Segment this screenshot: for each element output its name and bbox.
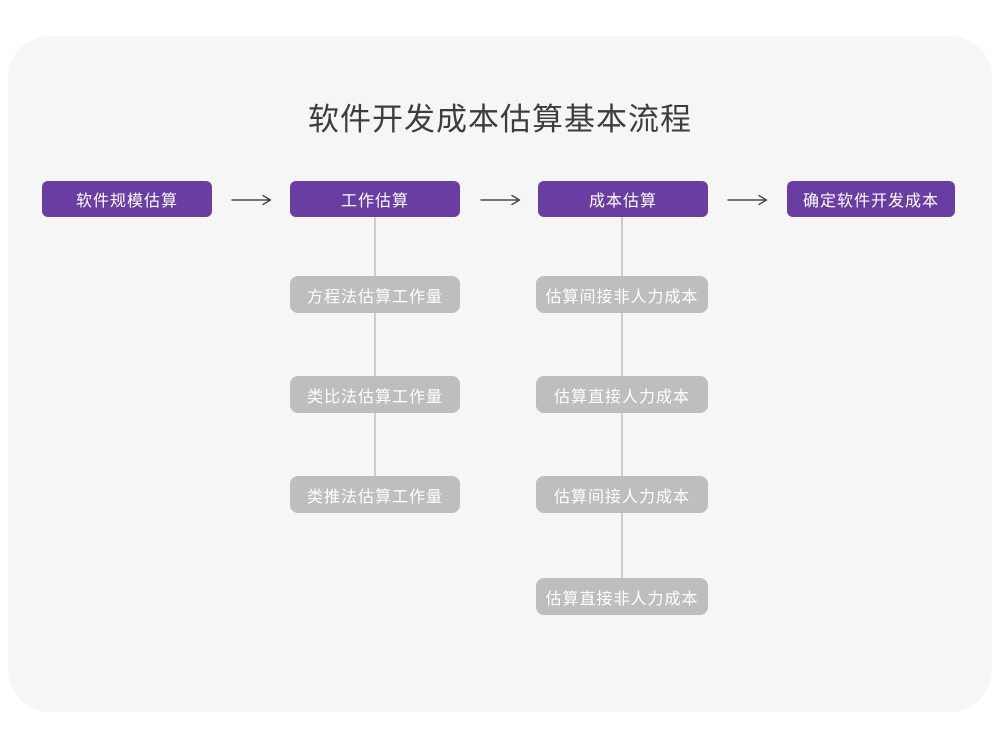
flowchart-card: 软件开发成本估算基本流程 软件规模估算 工作估算 成本估算 确定软件开发成本 方… — [8, 36, 992, 712]
stage-node-cost-estimation: 成本估算 — [538, 181, 708, 217]
step-node-indirect-non-labor-cost: 估算间接非人力成本 — [536, 276, 708, 313]
method-node-analogy-method: 类比法估算工作量 — [290, 376, 460, 413]
right-arrow-icon — [726, 193, 770, 207]
method-node-extrapolation-method: 类推法估算工作量 — [290, 476, 460, 513]
step-node-direct-labor-cost: 估算直接人力成本 — [536, 376, 708, 413]
connector-line-work-estimation — [374, 217, 376, 495]
step-node-indirect-labor-cost: 估算间接人力成本 — [536, 476, 708, 513]
stage-node-work-estimation: 工作估算 — [290, 181, 460, 217]
step-node-direct-non-labor-cost: 估算直接非人力成本 — [536, 578, 708, 615]
diagram-title: 软件开发成本估算基本流程 — [308, 102, 692, 137]
right-arrow-icon — [230, 193, 274, 207]
stage-node-determine-development-cost: 确定软件开发成本 — [787, 181, 955, 217]
right-arrow-icon — [479, 193, 523, 207]
method-node-equation-method: 方程法估算工作量 — [290, 276, 460, 313]
stage-node-software-scale-estimation: 软件规模估算 — [42, 181, 212, 217]
